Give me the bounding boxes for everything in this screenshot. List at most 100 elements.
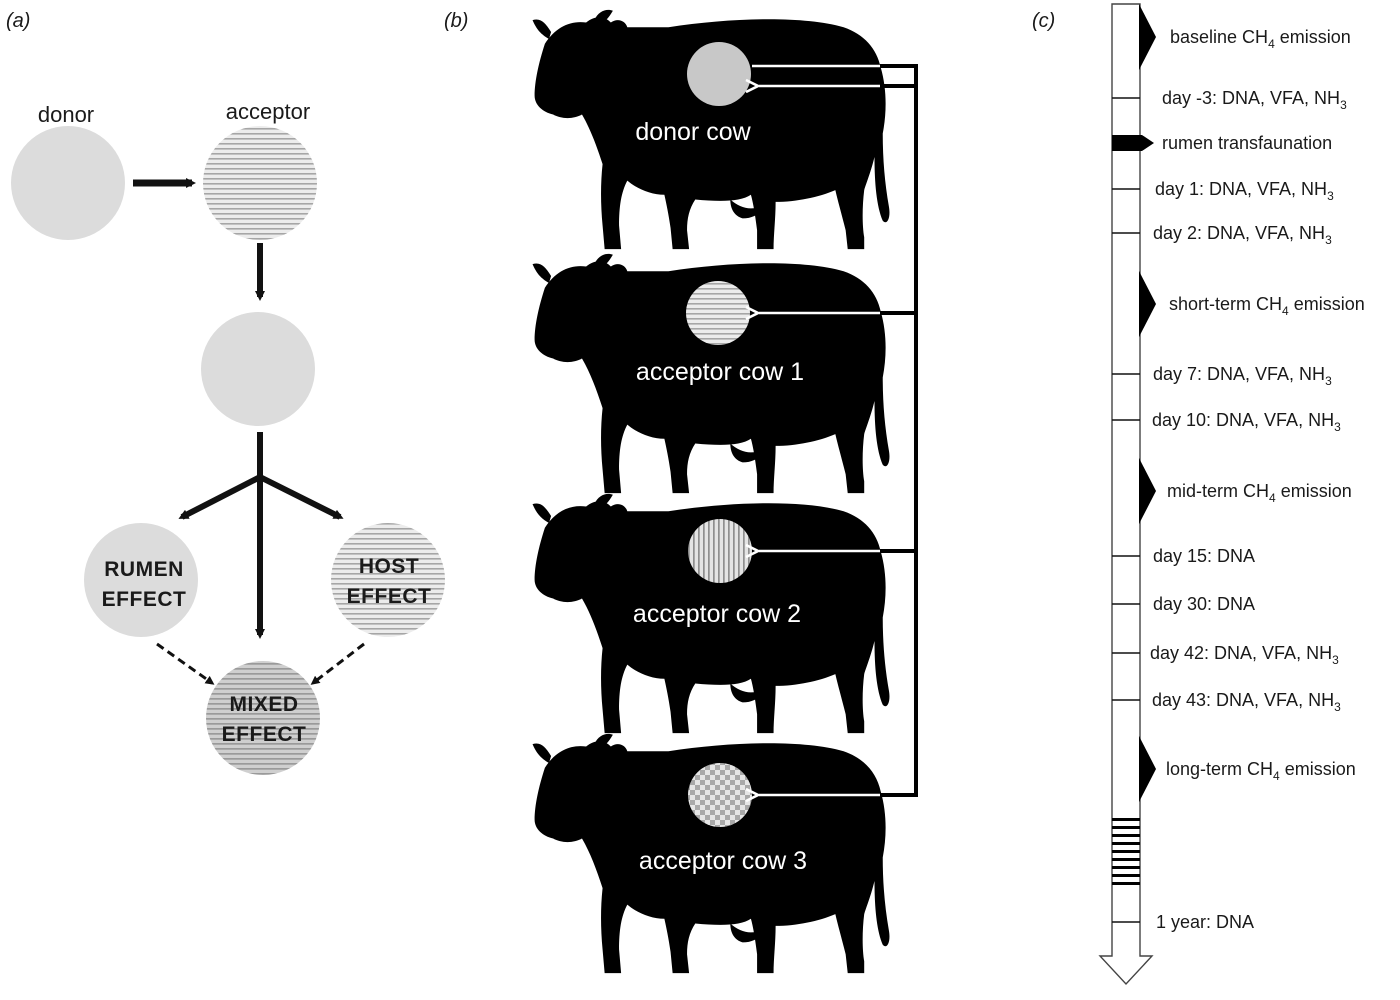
timeline-label-subscript: 3 — [1325, 374, 1332, 388]
timeline-label-subscript: 3 — [1332, 653, 1339, 667]
timeline-event: day 1: DNA, VFA, NH3 — [1112, 179, 1334, 203]
timeline-label: day 1: DNA, VFA, NH3 — [1155, 179, 1334, 203]
cow-label: acceptor cow 1 — [636, 358, 804, 386]
timeline-label-suffix: emission — [1276, 481, 1352, 501]
timeline-label: day 30: DNA — [1153, 594, 1255, 614]
mixed-effect-line2: EFFECT — [222, 723, 307, 746]
timeline-label-text: mid-term CH — [1167, 481, 1269, 501]
timeline-label-text: day -3: DNA, VFA, NH — [1162, 88, 1340, 108]
host-effect-line2: EFFECT — [347, 585, 432, 608]
mixed-effect-circle — [206, 661, 320, 775]
timeline-label-text: day 10: DNA, VFA, NH — [1152, 410, 1334, 430]
donor-label: donor — [38, 102, 94, 127]
timeline-label: day -3: DNA, VFA, NH3 — [1162, 88, 1347, 112]
timeline-label-subscript: 3 — [1327, 189, 1334, 203]
timeline-label: mid-term CH4 emission — [1167, 481, 1352, 505]
mixed-effect-line1: MIXED — [229, 693, 298, 716]
donor-circle — [11, 126, 125, 240]
timeline-label-text: baseline CH — [1170, 27, 1268, 47]
donor-cow: donor cow — [532, 9, 890, 250]
timeline-event: day 43: DNA, VFA, NH3 — [1112, 690, 1341, 714]
timeline-label-text: 1 year: DNA — [1156, 912, 1254, 932]
host-to-mixed-dashed — [310, 642, 365, 685]
emission-flag-marker — [1139, 4, 1156, 70]
timeline-event: day 2: DNA, VFA, NH3 — [1112, 223, 1332, 247]
timeline-label-text: rumen transfaunation — [1162, 133, 1332, 153]
timeline-label: rumen transfaunation — [1162, 133, 1332, 153]
timeline-label-subscript: 3 — [1334, 700, 1341, 714]
timeline-event: 1 year: DNA — [1112, 912, 1254, 932]
timeline-label: day 7: DNA, VFA, NH3 — [1153, 364, 1332, 388]
timeline-label-text: day 30: DNA — [1153, 594, 1255, 614]
timeline-label-subscript: 4 — [1273, 769, 1280, 783]
timeline-label-text: day 15: DNA — [1153, 546, 1255, 566]
timeline-label-text: day 2: DNA, VFA, NH — [1153, 223, 1325, 243]
cow-label: donor cow — [635, 118, 751, 146]
timeline-label-suffix: emission — [1280, 759, 1356, 779]
timeline-event: day 15: DNA — [1112, 546, 1255, 566]
acceptor-cow-1: acceptor cow 1 — [532, 253, 890, 494]
acceptor-2-rumen-circle — [688, 519, 752, 583]
acceptor-cow-2: acceptor cow 2 — [532, 493, 890, 734]
timeline-label-text: long-term CH — [1166, 759, 1273, 779]
timeline-event: day -3: DNA, VFA, NH3 — [1112, 88, 1347, 112]
rumen-to-mixed-dashed — [156, 642, 215, 685]
timeline-label: 1 year: DNA — [1156, 912, 1254, 932]
timeline-label-suffix: emission — [1275, 27, 1351, 47]
timeline-event: rumen transfaunation — [1112, 133, 1332, 153]
transfaunation-marker — [1112, 135, 1154, 151]
timeline-label-suffix: emission — [1289, 294, 1365, 314]
timeline-label-subscript: 4 — [1268, 37, 1275, 51]
timeline-label-text: short-term CH — [1169, 294, 1282, 314]
timeline-event: long-term CH4 emission — [1139, 736, 1356, 802]
donor-rumen-circle — [687, 42, 751, 106]
emission-flag-marker — [1139, 736, 1156, 802]
timeline-event: mid-term CH4 emission — [1139, 458, 1352, 524]
host-effect-circle — [331, 523, 445, 637]
timeline-label-subscript: 3 — [1334, 420, 1341, 434]
timeline-event: day 10: DNA, VFA, NH3 — [1112, 410, 1341, 434]
panel-a-tag: (a) — [6, 10, 30, 32]
acceptor-3-rumen-circle — [688, 763, 752, 827]
timeline-label: day 2: DNA, VFA, NH3 — [1153, 223, 1332, 247]
emission-flag-marker — [1139, 458, 1156, 524]
acceptor-1-rumen-circle — [686, 281, 750, 345]
timeline-event: day 42: DNA, VFA, NH3 — [1112, 643, 1339, 667]
acceptor-cow-3: acceptor cow 3 — [532, 733, 890, 974]
timeline-label-subscript: 4 — [1269, 491, 1276, 505]
acceptor-circle — [203, 126, 317, 240]
timeline-label: day 43: DNA, VFA, NH3 — [1152, 690, 1341, 714]
emission-flag-marker — [1139, 271, 1156, 337]
rumen-effect-circle — [84, 523, 198, 637]
timeline-label-text: day 43: DNA, VFA, NH — [1152, 690, 1334, 710]
timeline-label-subscript: 3 — [1325, 233, 1332, 247]
timeline-event: day 30: DNA — [1112, 594, 1255, 614]
rumen-effect-line2: EFFECT — [102, 588, 187, 611]
panel-a: (a) donor acceptor RUMEN EFFECT HOST EFF… — [6, 10, 445, 775]
panel-b-tag: (b) — [444, 10, 468, 32]
timeline-label: long-term CH4 emission — [1166, 759, 1356, 783]
cow-label: acceptor cow 2 — [633, 600, 801, 628]
panel-b: (b) donor cow acceptor cow 1 acceptor co… — [444, 9, 918, 974]
timeline-label-subscript: 4 — [1282, 304, 1289, 318]
to-host-arrow — [258, 474, 344, 520]
timeline-label-text: day 7: DNA, VFA, NH — [1153, 364, 1325, 384]
to-rumen-arrow — [178, 474, 262, 520]
rumen-effect-line1: RUMEN — [104, 558, 184, 581]
timeline-event: short-term CH4 emission — [1139, 271, 1365, 337]
timeline-event: baseline CH4 emission — [1139, 4, 1351, 70]
timeline-label: day 42: DNA, VFA, NH3 — [1150, 643, 1339, 667]
timeline-label-text: day 1: DNA, VFA, NH — [1155, 179, 1327, 199]
acceptor-label: acceptor — [226, 99, 310, 124]
host-effect-line1: HOST — [359, 555, 419, 578]
timeline-label: day 10: DNA, VFA, NH3 — [1152, 410, 1341, 434]
cow-label: acceptor cow 3 — [639, 847, 807, 875]
timeline-label: baseline CH4 emission — [1170, 27, 1351, 51]
timeline-label-subscript: 3 — [1340, 98, 1347, 112]
timeline-break — [1112, 818, 1140, 885]
timeline-label-text: day 42: DNA, VFA, NH — [1150, 643, 1332, 663]
timeline-label: short-term CH4 emission — [1169, 294, 1365, 318]
